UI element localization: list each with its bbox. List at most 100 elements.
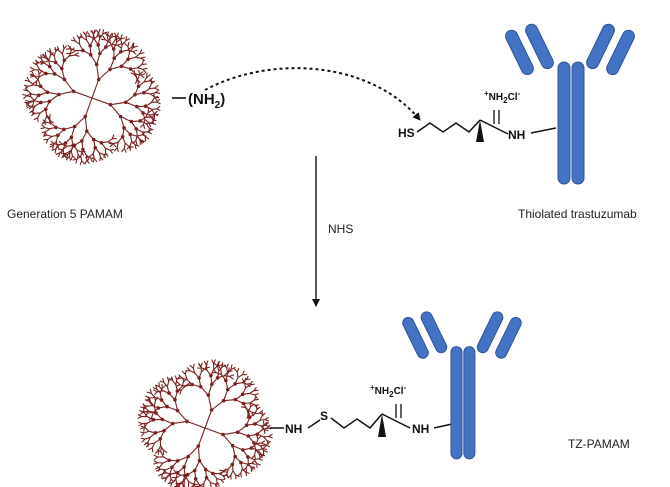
dendrimer-node	[56, 133, 60, 137]
dendrimer-node	[38, 84, 43, 88]
dendrimer-node	[192, 468, 197, 473]
dendrimer-node	[62, 127, 66, 132]
dendrimer-node	[175, 471, 180, 475]
dendrimer-branches	[22, 28, 161, 166]
dendrimer-node	[96, 77, 101, 82]
dendrimer-node	[91, 137, 96, 142]
dendrimer-node	[253, 422, 257, 426]
dendrimer-node	[136, 84, 141, 89]
amidinium-sub: 2	[503, 96, 508, 105]
dendrimer-node	[128, 67, 133, 71]
dendrimer-node	[81, 48, 85, 53]
dendrimer-node	[196, 444, 201, 448]
dendrimer-node	[120, 135, 125, 139]
dendrimer-branches	[137, 359, 273, 487]
dendrimer-node	[141, 111, 145, 115]
dendrimer-node	[186, 454, 190, 459]
antibody-chain	[586, 23, 615, 70]
dendrimer-icon	[137, 359, 273, 487]
dendrimer-node	[122, 126, 126, 130]
antibody-chain	[571, 61, 585, 185]
dendrimer-node	[83, 114, 88, 119]
dendrimer-node	[255, 432, 259, 437]
dendrimer-node	[63, 141, 68, 145]
dendrimer-node	[193, 477, 198, 481]
antibody-chain	[476, 311, 504, 354]
dendrimer-node	[85, 129, 89, 133]
dendrimer-node	[221, 432, 225, 437]
dendrimer-node	[143, 104, 148, 108]
dendrimer-node	[124, 100, 128, 105]
reagent-label: NHS	[328, 222, 353, 236]
dendrimer-node	[167, 391, 171, 395]
amine-open: (NH	[188, 91, 215, 108]
amidinium-nh: NH	[375, 386, 389, 397]
dendrimer-node	[170, 421, 175, 426]
dendrimer-node	[215, 376, 220, 380]
dendrimer-node	[252, 441, 256, 445]
dendrimer-node	[175, 408, 180, 413]
nh-label-left: NH	[285, 422, 302, 436]
dendrimer-node	[88, 44, 92, 48]
dendrimer-node	[190, 382, 194, 387]
amidinium-plus: +	[370, 383, 375, 392]
dendrimer-node	[151, 417, 156, 422]
dendrimer-node	[235, 430, 240, 435]
dendrimer-node	[45, 90, 50, 95]
dendrimer-node	[159, 398, 164, 402]
antibody-chain	[525, 23, 554, 70]
dendrimer-node	[47, 99, 52, 104]
amidinium-cl: Cl	[508, 92, 518, 103]
dendrimer-node	[60, 66, 64, 71]
dendrimer-node	[247, 415, 252, 420]
nh-label-right: NH	[412, 422, 429, 436]
thiolated-linker-top: HS +NH2Cl- NH	[398, 89, 557, 142]
dendrimer-node	[99, 141, 104, 145]
dendrimer-node	[233, 397, 238, 402]
dendrimer-node	[206, 393, 211, 397]
dendrimer-node	[241, 448, 245, 452]
dendrimer-node	[240, 392, 245, 397]
dendrimer-node	[94, 62, 99, 67]
methyl-wedge	[378, 414, 386, 437]
dendrimer-node	[112, 56, 116, 60]
dendrimer-node	[108, 102, 113, 107]
antibody-icon	[505, 23, 635, 185]
dotted-reaction-arrow	[204, 67, 421, 121]
dendrimer-node	[138, 119, 142, 123]
amine-close: )	[220, 91, 225, 108]
dendrimer-node	[233, 454, 237, 459]
dendrimer-node	[197, 376, 201, 380]
dendrimer-node	[104, 45, 108, 49]
antibody-chain	[505, 29, 534, 76]
dendrimer-node	[133, 92, 137, 97]
dendrimer-icon	[22, 28, 161, 166]
antibody-chain	[450, 346, 463, 460]
dendrimer-node	[126, 57, 130, 62]
dendrimer-node	[153, 431, 158, 435]
dendrimer-node	[233, 382, 237, 386]
dendrimer-node	[239, 460, 243, 465]
dendrimer-node	[39, 100, 43, 105]
antibody-chain	[463, 346, 476, 460]
dendrimer-node	[224, 378, 228, 383]
dendrimer-node	[203, 467, 208, 472]
dendrimer-node	[36, 93, 41, 98]
dendrimer-node	[175, 389, 180, 393]
dendrimer-node	[62, 58, 67, 63]
svg-text:+NH2Cl-: +NH2Cl-	[370, 383, 407, 399]
dendrimer-node	[211, 471, 215, 476]
dendrimer-node	[197, 458, 202, 463]
dendrimer-node	[48, 64, 52, 69]
dendrimer-node	[246, 455, 250, 459]
dendrimer-node	[198, 385, 203, 389]
s-label: S	[320, 409, 328, 423]
dendrimer-node	[160, 417, 165, 422]
dendrimer-node	[156, 406, 161, 410]
dendrimer-node	[118, 114, 123, 119]
amidinium-plus: +	[484, 89, 489, 98]
terminal-amine: (NH2)	[172, 91, 225, 111]
dendrimer-node	[98, 51, 102, 56]
amidinium-sub: 2	[389, 390, 394, 399]
dendrimer-node	[128, 132, 133, 137]
